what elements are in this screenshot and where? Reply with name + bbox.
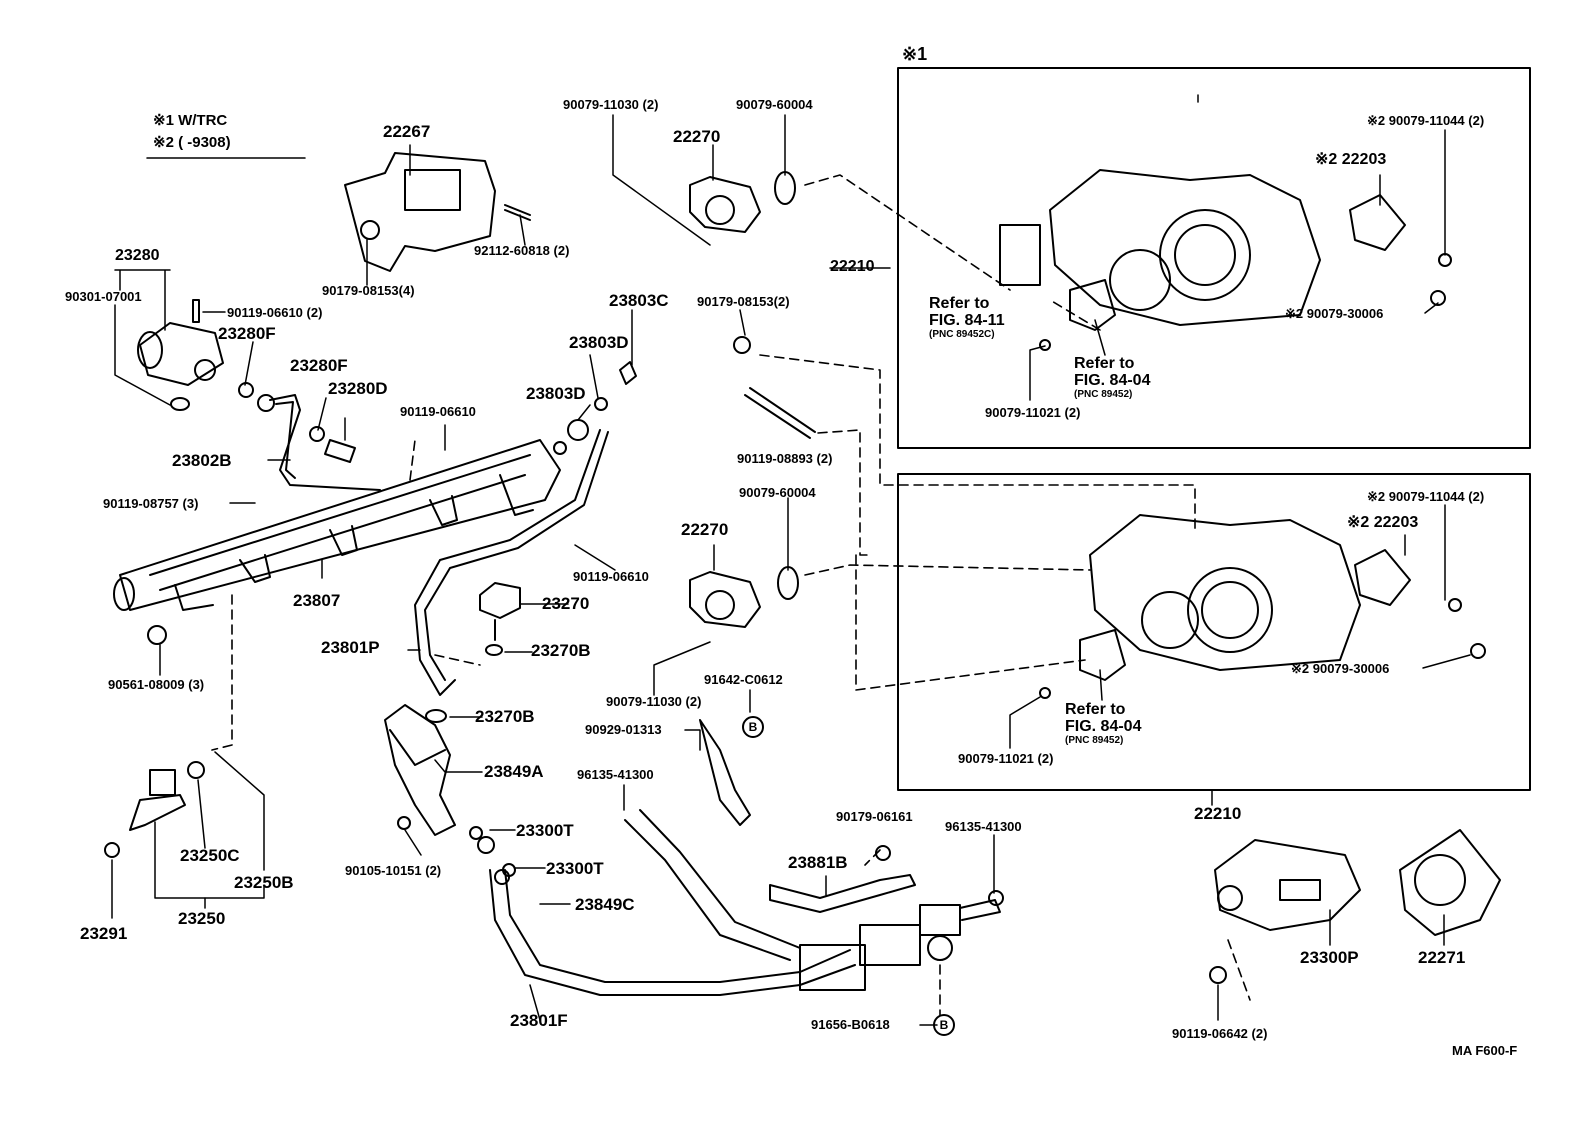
- part-label-92112-60818[interactable]: 92112-60818 (2): [474, 243, 570, 258]
- part-label-96135-41300-a[interactable]: 96135-41300: [577, 767, 654, 782]
- part-label-23849C[interactable]: 23849C: [575, 895, 635, 914]
- part-label-90079-11021-b[interactable]: 90079-11021 (2): [958, 751, 1054, 766]
- lower-detail-box: [897, 473, 1531, 791]
- part-label-91642-C0612[interactable]: 91642-C0612: [704, 672, 783, 687]
- fuel-pipe-23801P-part: [414, 361, 637, 696]
- refer-fig-84-11-line3: (PNC 89452C): [929, 328, 995, 340]
- part-label-23300T-a[interactable]: 23300T: [516, 821, 574, 840]
- refer-fig-84-04-upper-line1: Refer to: [1074, 355, 1135, 372]
- part-label-90179-06161[interactable]: 90179-06161: [836, 809, 913, 824]
- legend-trc: ※1 W/TRC: [153, 112, 228, 129]
- part-label-23250B[interactable]: 23250B: [234, 873, 294, 892]
- upper-detail-box: [897, 67, 1531, 449]
- part-label-90301-07001[interactable]: 90301-07001: [65, 289, 142, 304]
- part-label-23849A[interactable]: 23849A: [484, 762, 544, 781]
- fuel-rail-part: [113, 439, 561, 611]
- part-label-23250[interactable]: 23250: [178, 909, 226, 928]
- part-label-23803D-b[interactable]: 23803D: [526, 384, 586, 403]
- refer-fig-84-04-lower-line2: FIG. 84-04: [1065, 717, 1142, 735]
- part-label-23270B-b[interactable]: 23270B: [475, 707, 535, 726]
- part-label-90119-06610-a[interactable]: 90119-06610: [400, 404, 476, 419]
- part-label-23801F[interactable]: 23801F: [510, 1011, 568, 1030]
- iac-valve-mid-part: [689, 336, 816, 628]
- part-label-22270-top[interactable]: 22270: [673, 127, 721, 146]
- refer-fig-84-04-upper-line2: FIG. 84-04: [1074, 371, 1151, 389]
- part-label-s2-90079-11044-b[interactable]: ※2 90079-11044 (2): [1367, 489, 1485, 504]
- part-label-90105-10151[interactable]: 90105-10151 (2): [345, 863, 442, 878]
- part-label-90079-60004-mid[interactable]: 90079-60004: [739, 485, 816, 500]
- part-label-23801P[interactable]: 23801P: [321, 638, 380, 657]
- bracket-23849A-part: [384, 704, 456, 836]
- part-label-90079-11030-mid[interactable]: 90079-11030 (2): [606, 694, 702, 709]
- refer-fig-84-04-lower-line1: Refer to: [1065, 701, 1126, 718]
- refer-fig-84-11-line1: Refer to: [929, 295, 990, 312]
- leader-lines: [111, 94, 1471, 1026]
- part-label-23881B[interactable]: 23881B: [788, 853, 848, 872]
- part-label-22270-mid[interactable]: 22270: [681, 520, 729, 539]
- part-label-s2-90079-30006-a[interactable]: ※2 90079-30006: [1285, 306, 1384, 321]
- part-label-23802B[interactable]: 23802B: [172, 451, 232, 470]
- circle-marker-b-top: B: [742, 716, 764, 738]
- part-label-s2-22203-a[interactable]: ※2 22203: [1315, 151, 1387, 168]
- part-label-23270[interactable]: 23270: [542, 594, 590, 613]
- part-label-22271[interactable]: 22271: [1418, 948, 1466, 967]
- part-label-90079-11030-top[interactable]: 90079-11030 (2): [563, 97, 659, 112]
- part-label-23803C[interactable]: 23803C: [609, 291, 669, 310]
- part-label-23270B-a[interactable]: 23270B: [531, 641, 591, 660]
- part-label-23300P[interactable]: 23300P: [1300, 948, 1359, 967]
- part-label-96135-41300-b[interactable]: 96135-41300: [945, 819, 1022, 834]
- part-label-90179-08153-4[interactable]: 90179-08153(4): [322, 283, 415, 298]
- part-label-s2-22203-b[interactable]: ※2 22203: [1347, 514, 1419, 531]
- part-label-90119-08757[interactable]: 90119-08757 (3): [103, 496, 199, 511]
- throttle-body-lower-part: [1039, 514, 1486, 699]
- bracket-22267-part: [344, 152, 531, 272]
- part-label-s2-90079-30006-b[interactable]: ※2 90079-30006: [1291, 661, 1390, 676]
- gasket-22271-part: [1399, 829, 1501, 936]
- clip-90929-part: [699, 719, 751, 826]
- part-label-91656-B0618[interactable]: 91656-B0618: [811, 1017, 890, 1032]
- legend-date-range: ※2 ( -9308): [153, 134, 231, 151]
- part-label-23807[interactable]: 23807: [293, 591, 341, 610]
- part-label-90929-01313[interactable]: 90929-01313: [585, 722, 662, 737]
- part-label-22210-b[interactable]: 22210: [1194, 804, 1242, 823]
- dashed-connection-lines: [211, 174, 1251, 1016]
- part-label-22267[interactable]: 22267: [383, 122, 431, 141]
- part-label-s2-90079-11044-a[interactable]: ※2 90079-11044 (2): [1367, 113, 1485, 128]
- part-label-90079-11021-a[interactable]: 90079-11021 (2): [985, 405, 1081, 420]
- part-label-23250C[interactable]: 23250C: [180, 846, 240, 865]
- pressure-regulator-part: [137, 299, 381, 491]
- part-label-90179-08153-2[interactable]: 90179-08153(2): [697, 294, 790, 309]
- throttle-body-upper-part: [999, 169, 1452, 351]
- part-label-23280[interactable]: 23280: [115, 247, 160, 264]
- refer-fig-84-04-lower-line3: (PNC 89452): [1065, 734, 1124, 746]
- part-label-23291[interactable]: 23291: [80, 924, 128, 943]
- upper-box-marker: ※1: [902, 44, 928, 64]
- part-label-23280F-b[interactable]: 23280F: [290, 356, 348, 375]
- fuel-filter-part: [799, 890, 1004, 991]
- refer-fig-84-04-upper-line3: (PNC 89452): [1074, 388, 1133, 400]
- part-label-23300T-b[interactable]: 23300T: [546, 859, 604, 878]
- part-label-90119-06610-2[interactable]: 90119-06610 (2): [227, 305, 323, 320]
- refer-fig-84-11-line2: FIG. 84-11: [929, 311, 1005, 329]
- refer-fig-84-04-upper[interactable]: Refer to FIG. 84-04 (PNC 89452): [1074, 355, 1151, 400]
- part-label-23280F-a[interactable]: 23280F: [218, 324, 276, 343]
- part-label-22210-a[interactable]: 22210: [830, 258, 875, 275]
- part-label-90561-08009[interactable]: 90561-08009 (3): [108, 677, 205, 692]
- part-label-23803D-a[interactable]: 23803D: [569, 333, 629, 352]
- pulsation-damper-part: [425, 582, 521, 723]
- iac-valve-top-part: [689, 171, 796, 233]
- part-label-90079-60004-top[interactable]: 90079-60004: [736, 97, 813, 112]
- refer-fig-84-04-lower[interactable]: Refer to FIG. 84-04 (PNC 89452): [1065, 701, 1142, 746]
- refer-fig-84-11[interactable]: Refer to FIG. 84-11 (PNC 89452C): [929, 295, 1005, 340]
- part-label-90119-08893[interactable]: 90119-08893 (2): [737, 451, 833, 466]
- part-label-23280D[interactable]: 23280D: [328, 379, 388, 398]
- part-label-90119-06610-b[interactable]: 90119-06610: [573, 569, 649, 584]
- circle-marker-b-bottom: B: [933, 1014, 955, 1036]
- part-label-90119-06642[interactable]: 90119-06642 (2): [1172, 1026, 1268, 1041]
- injector-part: [104, 625, 205, 858]
- figure-code: MA F600-F: [1452, 1043, 1518, 1058]
- actuator-23300P-part: [1209, 839, 1361, 984]
